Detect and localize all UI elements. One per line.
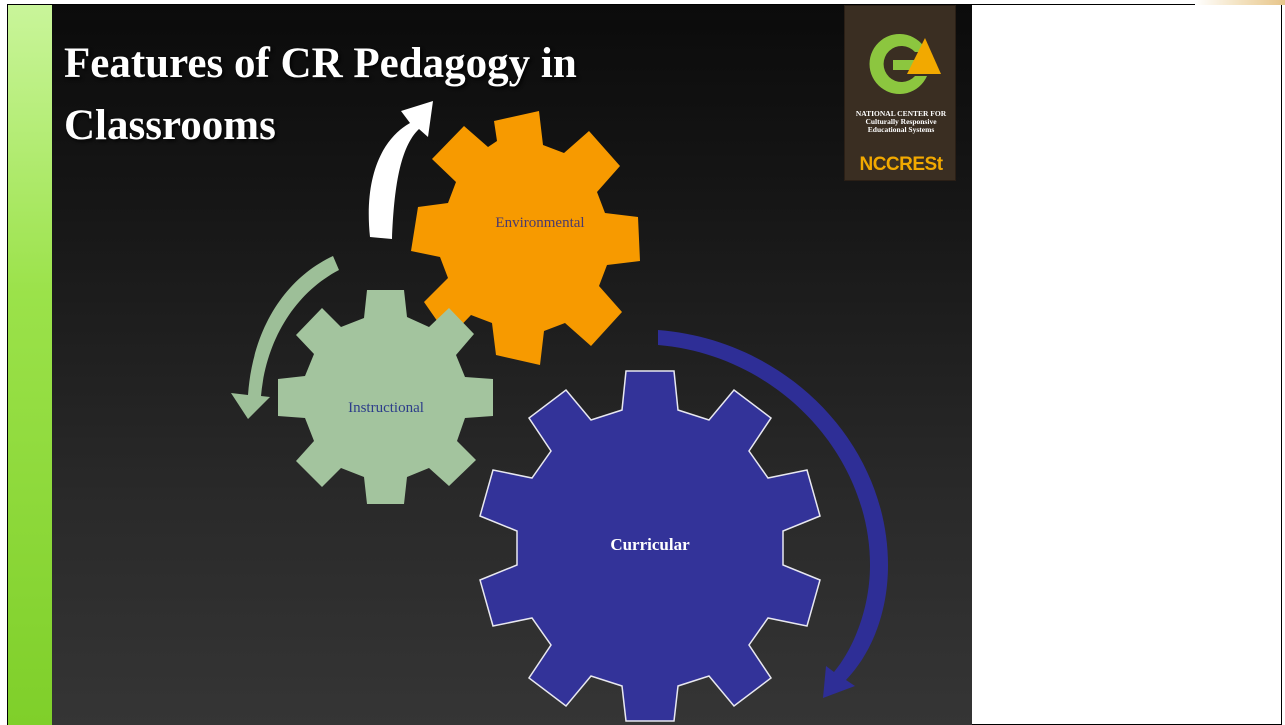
- nccrest-logo: NATIONAL CENTER FOR Culturally Responsiv…: [844, 5, 956, 181]
- nccrest-logo-mark: [869, 34, 941, 95]
- instructional-label: Instructional: [348, 400, 424, 416]
- logo-caption-line2: Culturally Responsive: [865, 117, 937, 126]
- logo-caption-line3: Educational Systems: [867, 125, 935, 134]
- slide-title: Features of CR Pedagogy in Classrooms: [64, 40, 577, 149]
- green-cycle-arrow: [231, 256, 339, 419]
- logo-caption-line1: NATIONAL CENTER FOR: [855, 109, 947, 118]
- instructional-gear: [278, 290, 493, 504]
- blue-cycle-arrow: [658, 330, 888, 698]
- curricular-label: Curricular: [610, 535, 690, 554]
- logo-name: NCCRESt: [859, 154, 943, 175]
- accent-bar: [8, 5, 52, 725]
- curricular-gear: [479, 370, 821, 722]
- environmental-gear: [411, 111, 640, 365]
- slide: Features of CR Pedagogy in Classrooms En…: [8, 5, 972, 725]
- gear-diagram: [231, 101, 888, 722]
- corner-decoration: [1195, 0, 1285, 5]
- white-cycle-arrow: [368, 101, 433, 239]
- environmental-label: Environmental: [495, 215, 585, 231]
- logo-caption: NATIONAL CENTER FOR Culturally Responsiv…: [849, 110, 953, 134]
